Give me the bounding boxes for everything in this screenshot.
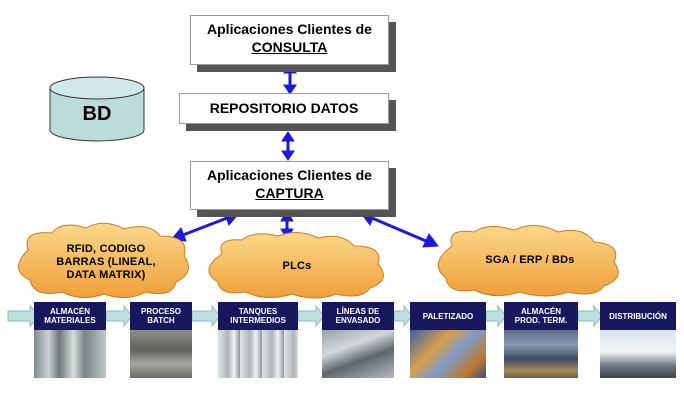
- cloud-sga: [437, 225, 619, 297]
- arrow-captura-sga: [360, 210, 439, 248]
- cloud-sga-label: SGA / ERP / BDs: [485, 254, 575, 266]
- stage-distribucion: DISTRIBUCIÓN: [600, 302, 676, 330]
- consulta-title: Aplicaciones Clientes de: [207, 21, 372, 37]
- stage-lineas-envasado: LÍNEAS DE ENVASADO: [322, 302, 394, 330]
- database-cylinder: [49, 76, 145, 142]
- cloud-rfid-line2: BARRAS (LINEAL,: [56, 256, 156, 268]
- cloud-plcs-label: PLCs: [282, 260, 312, 272]
- cloud-rfid-label: RFID, CODIGO BARRAS (LINEAL, DATA MATRIX…: [30, 243, 182, 282]
- stage-label-line2: ENVASADO: [335, 316, 381, 325]
- cloud-rfid-line1: RFID, CODIGO: [66, 243, 146, 255]
- photo-distribucion: [600, 330, 676, 378]
- photo-paletizado: [410, 330, 486, 378]
- stage-almacen-materiales: ALMACÉN MATERIALES: [34, 302, 106, 330]
- cloud-rfid-line3: DATA MATRIX): [66, 269, 146, 281]
- photo-almacen-materiales: [34, 330, 106, 378]
- arrow-consulta-repositorio: [283, 63, 297, 95]
- stage-tanques-intermedios: TANQUES INTERMEDIOS: [218, 302, 298, 330]
- stage-label-line2: MATERIALES: [44, 316, 96, 325]
- photo-lineas-envasado: [322, 330, 394, 378]
- consulta-box: Aplicaciones Clientes de CONSULTA: [190, 15, 389, 65]
- arrow-captura-rfid: [169, 211, 241, 242]
- stage-label-line1: ALMACÉN: [50, 307, 90, 316]
- photo-almacen-prod-term: [504, 330, 578, 378]
- stage-label-line1: PALETIZADO: [422, 311, 474, 321]
- stage-label-line2: INTERMEDIOS: [230, 316, 286, 325]
- stage-paletizado: PALETIZADO: [410, 302, 486, 330]
- arrow-repositorio-captura: [281, 131, 295, 161]
- database-label: BD: [82, 103, 112, 125]
- consulta-subtitle: CONSULTA: [251, 39, 328, 55]
- stage-label-line1: PROCESO: [140, 307, 181, 316]
- captura-subtitle: CAPTURA: [255, 185, 324, 201]
- flow-arrows: [7, 304, 603, 328]
- photo-tanques-intermedios: [218, 330, 298, 378]
- stage-label-line1: ALMACÉN: [520, 307, 561, 316]
- stage-label-line1: TANQUES: [238, 307, 278, 316]
- cloud-rfid: [18, 222, 189, 298]
- stage-almacen-prod-term: ALMACÉN PROD. TERM.: [504, 302, 578, 330]
- stage-label-line1: DISTRIBUCIÓN: [609, 311, 667, 321]
- stage-label-line2: BATCH: [147, 316, 175, 325]
- cloud-plcs: [208, 232, 384, 299]
- repositorio-label: REPOSITORIO DATOS: [209, 100, 359, 116]
- captura-box: Aplicaciones Clientes de CAPTURA: [190, 161, 389, 210]
- stage-label-line1: LÍNEAS DE: [336, 307, 380, 316]
- stage-proceso-batch: PROCESO BATCH: [130, 302, 192, 330]
- stage-label-line2: PROD. TERM.: [514, 316, 568, 325]
- photo-proceso-batch: [130, 330, 192, 378]
- repositorio-box: REPOSITORIO DATOS: [179, 93, 389, 124]
- captura-title: Aplicaciones Clientes de: [207, 167, 372, 183]
